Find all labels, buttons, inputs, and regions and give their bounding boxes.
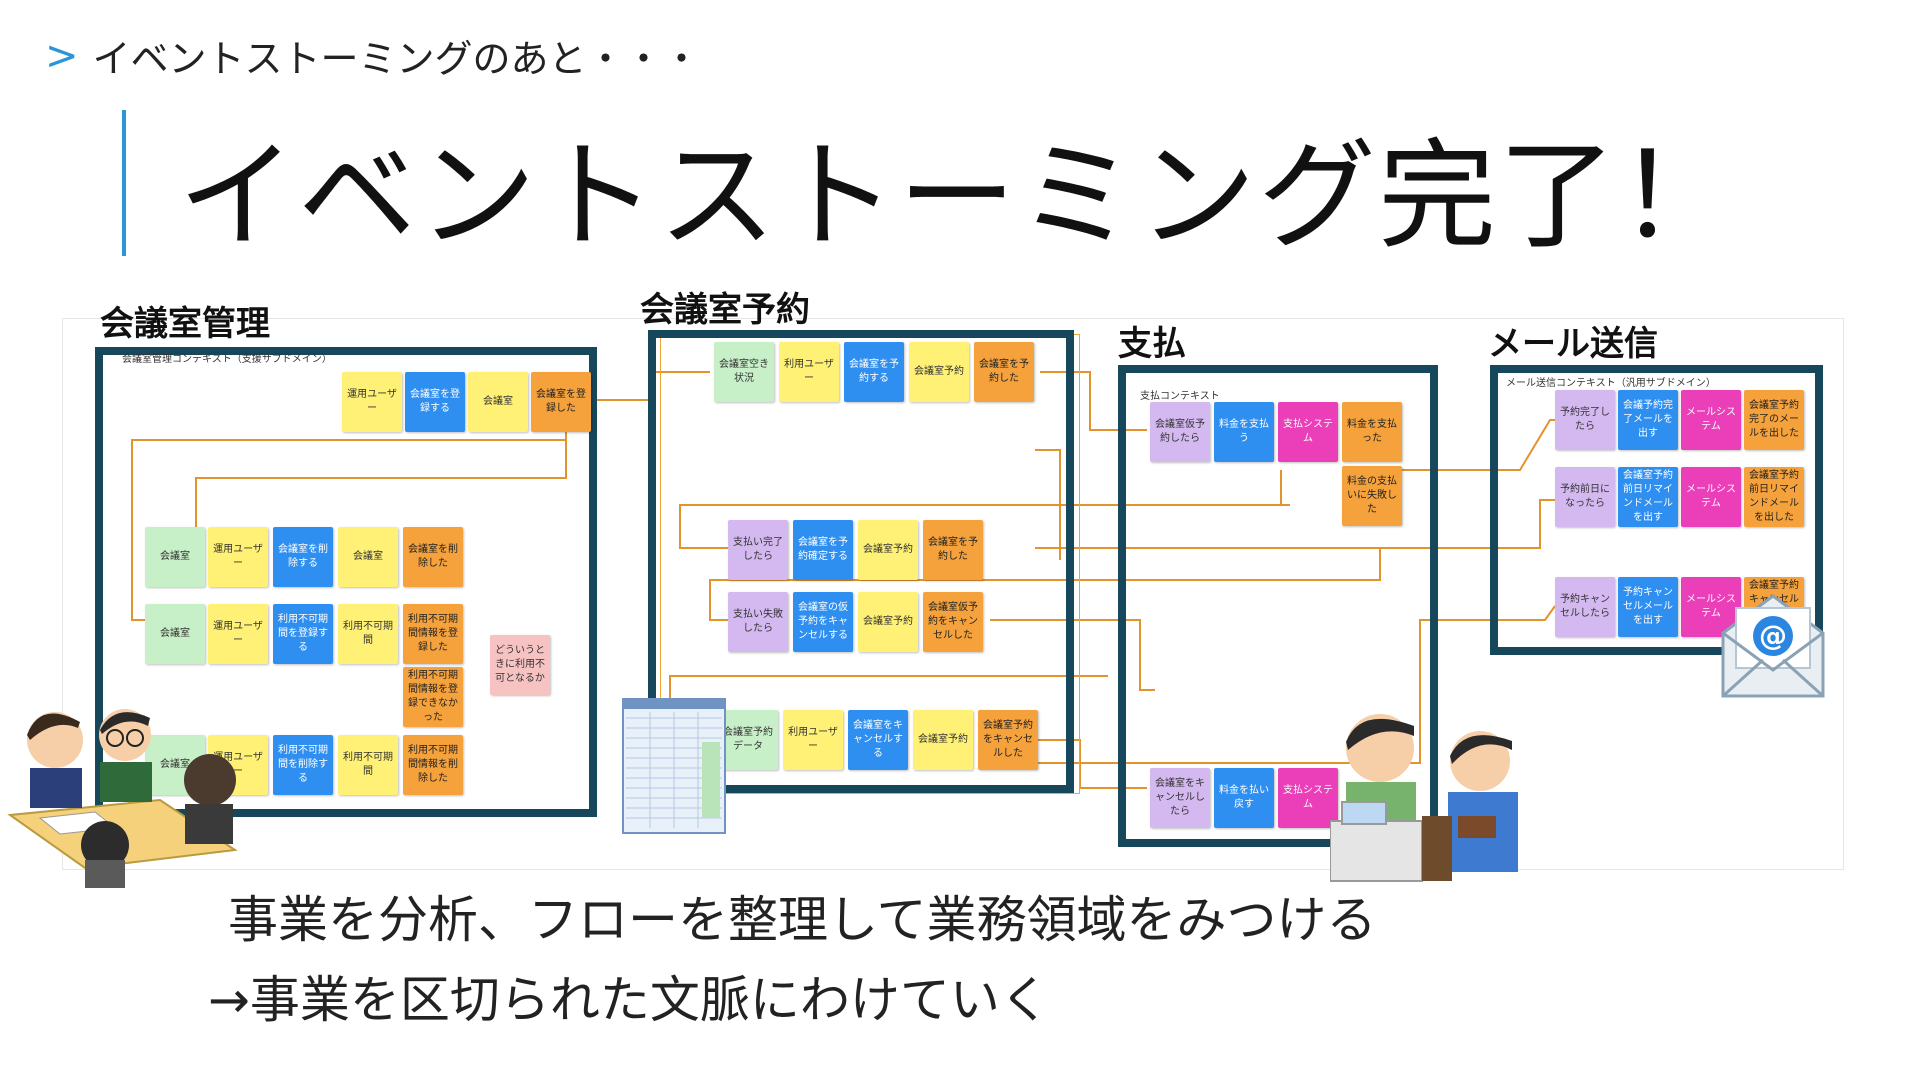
email-envelope-icon: @ — [1721, 594, 1825, 698]
sticky-aggregate: 利用不可期間 — [338, 604, 398, 664]
sticky-aggregate: 会議室予約 — [909, 342, 969, 402]
sticky-command: 予約キャンセルメールを出す — [1618, 577, 1678, 637]
sticky-event: 利用不可期間情報を登録できなかった — [403, 667, 463, 727]
sticky-external-system: メールシステム — [1681, 467, 1741, 527]
sticky-aggregate: 会議室予約 — [858, 520, 918, 580]
arrow-loop-b — [195, 424, 567, 530]
sticky-external-system: メールシステム — [1681, 577, 1741, 637]
sticky-policy: 予約キャンセルしたら — [1555, 577, 1615, 637]
sticky-command: 会議室をキャンセルする — [848, 710, 908, 770]
sticky-policy: 予約完了したら — [1555, 390, 1615, 450]
section-subtitle: > イベントストーミングのあと・・・ — [45, 28, 701, 83]
sticky-event: 会議室予約前日リマインドメールを出した — [1744, 467, 1804, 527]
sticky-policy: 支払い失敗したら — [728, 592, 788, 652]
context-caption-payment: 支払コンテキスト — [1140, 391, 1220, 402]
sticky-policy: 支払い完了したら — [728, 520, 788, 580]
sticky-event: 会議室を削除した — [403, 527, 463, 587]
sticky-event: 利用不可期間情報を削除した — [403, 735, 463, 795]
context-label-room-reserve: 会議室予約 — [640, 290, 810, 330]
team-meeting-illustration — [7, 709, 238, 888]
sticky-aggregate: 会議室 — [468, 372, 528, 432]
sticky-event: 会議室を登録した — [531, 372, 591, 432]
sticky-readmodel: 会議室 — [145, 604, 205, 664]
context-label-payment: 支払 — [1118, 324, 1186, 364]
arrow-pay-complete — [679, 478, 1282, 549]
arrow-cancel-temp — [990, 619, 1155, 691]
sticky-command: 利用不可期間を削除する — [273, 735, 333, 795]
sticky-command: 会議室を削除する — [273, 527, 333, 587]
summary-line-1: 事業を分析、フローを整理して業務領域をみつける — [228, 891, 1377, 949]
svg-text:@: @ — [1759, 619, 1787, 652]
sticky-aggregate: 会議室予約 — [913, 710, 973, 770]
sticky-command: 料金を払い戻す — [1214, 768, 1274, 828]
context-frame-mail — [1490, 365, 1823, 655]
sticky-event: 会議室を予約した — [974, 342, 1034, 402]
sticky-event: 会議室仮予約をキャンセルした — [923, 592, 983, 652]
sticky-aggregate: 利用不可期間 — [338, 735, 398, 795]
sticky-event: 会議室予約をキャンセルした — [978, 710, 1038, 770]
sticky-event: 利用不可期間情報を登録した — [403, 604, 463, 664]
sticky-policy: 会議室仮予約したら — [1150, 402, 1210, 462]
event-storming-board — [62, 318, 1844, 870]
summary-line-2: →事業を区切られた文脈にわけていく — [208, 971, 1050, 1029]
context-caption-room-mgmt: 会議室管理コンテキスト（支援サブドメイン） — [122, 354, 332, 365]
spreadsheet-thumbnail — [622, 698, 726, 834]
context-frame-room-reserve — [648, 330, 1074, 793]
sticky-actor: 運用ユーザー — [208, 604, 268, 664]
cashier-illustration — [1330, 714, 1518, 882]
sticky-event: 料金を支払った — [1342, 402, 1402, 462]
sticky-command: 会議予約完了メールを出す — [1618, 390, 1678, 450]
sticky-hotspot: どういうときに利用不可となるか — [490, 635, 550, 695]
arrow-pay-to-mail — [1377, 419, 1555, 471]
arrow-reserve-down — [1035, 449, 1061, 560]
title-accent-bar — [122, 110, 126, 256]
sticky-policy: 予約前日になったら — [1555, 467, 1615, 527]
sticky-aggregate: 会議室予約 — [858, 592, 918, 652]
context-label-room-mgmt: 会議室管理 — [100, 304, 270, 344]
sticky-actor: 運用ユーザー — [208, 527, 268, 587]
sticky-actor: 利用ユーザー — [779, 342, 839, 402]
sticky-event: 会議室を予約した — [923, 520, 983, 580]
sticky-aggregate: 会議室 — [338, 527, 398, 587]
sticky-command: 会議室予約前日リマインドメールを出す — [1618, 467, 1678, 527]
sticky-readmodel: 会議室 — [145, 527, 205, 587]
arrow-confirm-to-mail — [1035, 499, 1555, 549]
context-frame-payment — [1118, 365, 1438, 847]
sticky-policy: 会議室をキャンセルしたら — [1150, 768, 1210, 828]
chevron-right-icon: > — [45, 32, 79, 79]
sticky-command: 会議室を予約する — [844, 342, 904, 402]
sticky-readmodel: 会議室予約データ — [718, 710, 778, 770]
sticky-command: 利用不可期間を登録する — [273, 604, 333, 664]
context-label-mail: メール送信 — [1488, 324, 1658, 364]
context-caption-mail: メール送信コンテキスト（汎用サブドメイン） — [1506, 378, 1716, 389]
sticky-actor: 利用ユーザー — [783, 710, 843, 770]
sticky-command: 会議室を予約確定する — [793, 520, 853, 580]
sticky-event: 料金の支払いに失敗した — [1342, 466, 1402, 526]
sticky-command: 会議室を登録する — [405, 372, 465, 432]
sticky-command: 会議室の仮予約をキャンセルする — [793, 592, 853, 652]
sticky-readmodel: 会議室空き状況 — [714, 342, 774, 402]
sticky-external-system: 支払システム — [1278, 402, 1338, 462]
sticky-external-system: メールシステム — [1681, 390, 1741, 450]
sticky-event: 会議室予約完了のメールを出した — [1744, 390, 1804, 450]
page-title: イベントストーミング完了！ — [178, 127, 1739, 265]
sticky-command: 料金を支払う — [1214, 402, 1274, 462]
arrow-cancel-to-mail — [1023, 605, 1556, 764]
subtitle-text: イベントストーミングのあと・・・ — [92, 37, 701, 81]
sticky-actor: 運用ユーザー — [342, 372, 402, 432]
sticky-external-system: 支払システム — [1278, 768, 1338, 828]
context-frame-room-mgmt — [95, 347, 597, 817]
